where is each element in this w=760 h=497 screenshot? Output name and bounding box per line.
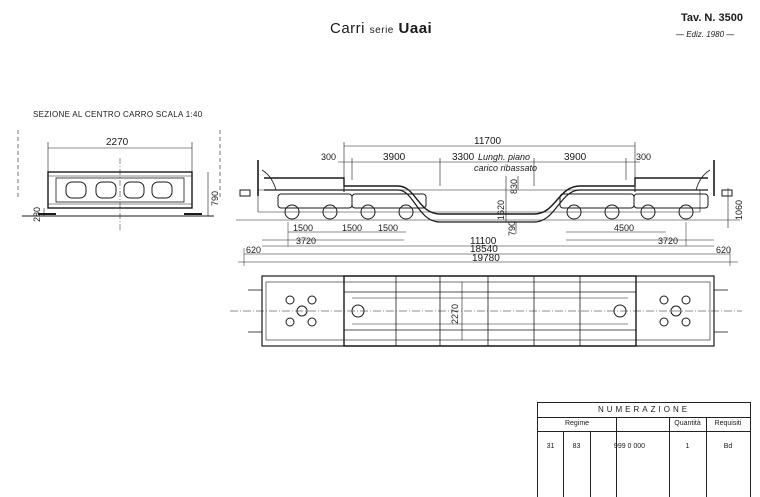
- dim-lungh-label: Lungh. piano: [478, 152, 530, 162]
- cross-section-view: [17, 130, 221, 230]
- row-requisiti: Bd: [723, 443, 733, 450]
- side-elevation-view: [236, 142, 740, 266]
- dim-1620: 1620: [496, 200, 506, 220]
- drawing-title: Carri serie Uaai: [330, 20, 432, 37]
- edition-label: — Ediz. 1980 —: [676, 30, 735, 39]
- dim-3720-left: 3720: [296, 236, 316, 246]
- row-c2: 83: [572, 443, 581, 450]
- numerazione-table: NUMERAZIONE Regime Quantità Requisiti 31…: [537, 402, 751, 497]
- dim-3900-left: 3900: [383, 152, 406, 163]
- dim-19780: 19780: [472, 253, 500, 264]
- row-c3: 999 0 000: [613, 443, 646, 450]
- bogie-right-b: [633, 193, 709, 220]
- title-serie: serie: [369, 25, 394, 36]
- header-requisiti: Requisiti: [714, 420, 742, 427]
- dim-790: 790: [507, 221, 517, 236]
- dim-300-right: 300: [636, 152, 651, 162]
- dim-4500: 4500: [614, 223, 634, 233]
- dim-830: 830: [509, 179, 519, 194]
- row-quantita: 1: [685, 443, 690, 450]
- dim-620-right: 620: [716, 245, 731, 255]
- dim-top-total: 11700: [474, 136, 502, 147]
- bogie-left-a: [277, 193, 353, 220]
- dim-11100: 11100: [470, 236, 497, 247]
- row-c1: 31: [546, 443, 555, 450]
- dim-1500-a: 1500: [293, 223, 313, 233]
- section-height-dim: 790: [210, 191, 220, 206]
- bogie-left-b: [351, 193, 427, 220]
- plan-view: [230, 275, 742, 347]
- title-code: Uaai: [398, 20, 433, 37]
- section-bottom-dim: 280: [32, 207, 42, 222]
- dim-3900-right: 3900: [564, 152, 587, 163]
- numerazione-title: NUMERAZIONE: [538, 403, 750, 418]
- header-regime: Regime: [564, 420, 590, 427]
- dim-300-left: 300: [321, 152, 336, 162]
- dim-620-left: 620: [246, 245, 261, 255]
- section-label: SEZIONE AL CENTRO CARRO SCALA 1:40: [33, 110, 203, 119]
- title-main: Carri: [330, 20, 365, 37]
- dim-1500-c: 1500: [378, 223, 398, 233]
- dim-3720-right: 3720: [658, 236, 678, 246]
- plan-width-dim: 2270: [450, 304, 460, 324]
- dim-1060: 1060: [734, 200, 744, 220]
- section-width-dim: 2270: [106, 137, 129, 148]
- dim-18540: 18540: [470, 244, 498, 255]
- bogie-right-a: [559, 193, 635, 220]
- dim-1500-b: 1500: [342, 223, 362, 233]
- plate-number: Tav. N. 3500: [681, 12, 743, 24]
- dim-carico-label: carico ribassato: [474, 163, 537, 173]
- dim-3300: 3300: [452, 152, 475, 163]
- header-quantita: Quantità: [674, 420, 701, 427]
